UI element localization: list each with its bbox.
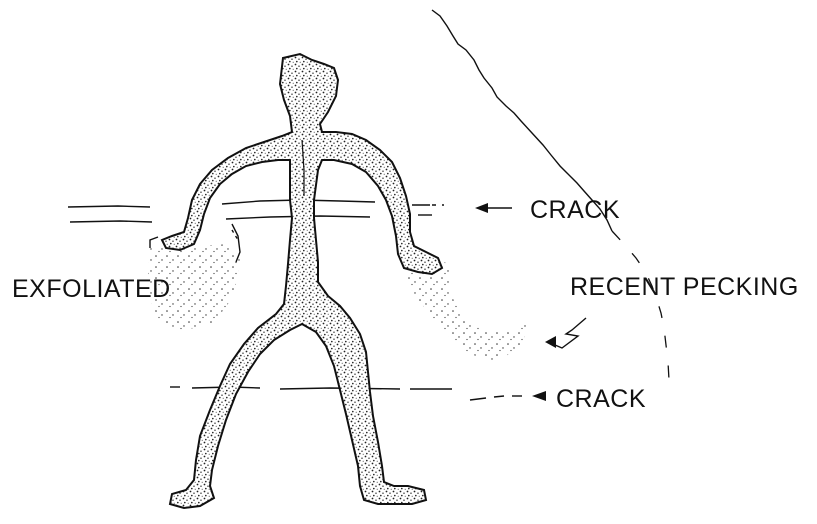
rock-edge-dashed-line <box>612 231 669 380</box>
crack-lower-arrow <box>532 391 546 401</box>
recent-pecking-label: RECENT PECKING <box>570 273 799 301</box>
crack-lower-label: CRACK <box>556 385 646 413</box>
exfoliated-label: EXFOLIATED <box>12 275 171 303</box>
upper-crack-lines <box>68 200 444 262</box>
crack-upper-label: CRACK <box>530 196 620 224</box>
crack-upper-arrow <box>475 203 512 213</box>
recent-pecking-arrowhead <box>545 336 556 348</box>
